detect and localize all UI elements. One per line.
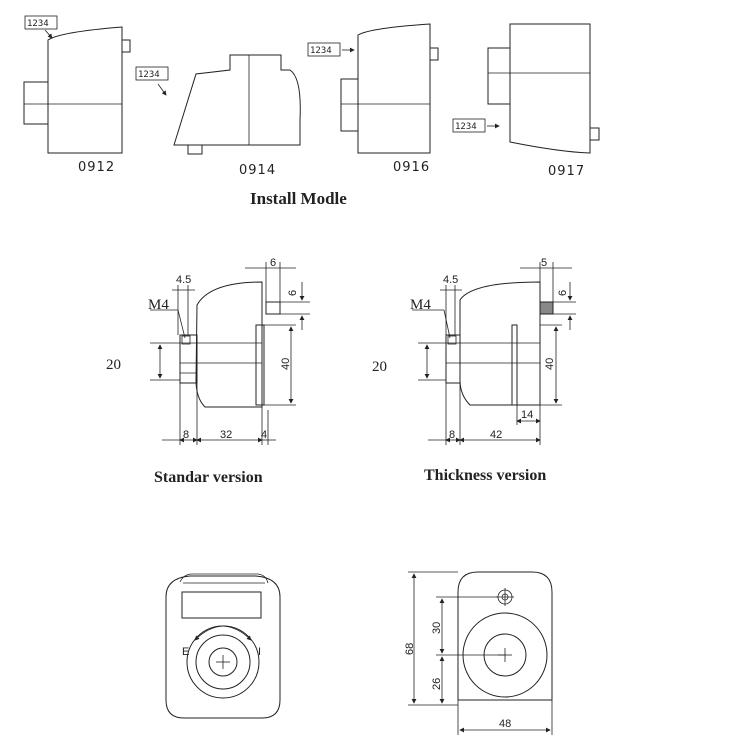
- model-0914: 1234 0914: [135, 54, 301, 178]
- dim-30: 30: [431, 622, 443, 634]
- display-window: [181, 591, 262, 619]
- counter-badge: 1234: [135, 66, 169, 81]
- model-code: 0912: [78, 160, 115, 175]
- m4-label: M4: [148, 297, 169, 313]
- standard-caption: Standar version: [154, 469, 263, 486]
- svg-text:1234: 1234: [27, 19, 49, 29]
- dim-8: 8: [183, 429, 189, 441]
- dim-32: 32: [220, 429, 232, 441]
- dim-8: 8: [449, 429, 455, 441]
- thickness-caption: Thickness version: [424, 467, 546, 484]
- dim-6-side: 6: [557, 290, 569, 296]
- dim-6-top: 6: [270, 257, 276, 269]
- dim-5: 5: [541, 257, 547, 269]
- dim-4: 4: [261, 429, 267, 441]
- label-e: E: [182, 646, 189, 658]
- dim-4-5: 4.5: [176, 274, 191, 286]
- dim-20: 20: [106, 357, 121, 373]
- model-0916: 1234 0916: [307, 23, 439, 175]
- dim-4-5: 4.5: [443, 274, 458, 286]
- model-0917: 1234 0917: [452, 23, 600, 179]
- dim-48: 48: [499, 718, 511, 730]
- back-view: 68 30 26 48: [404, 571, 553, 735]
- counter-badge: 1234: [307, 42, 341, 57]
- svg-text:1234: 1234: [310, 46, 332, 56]
- dim-14: 14: [521, 409, 533, 421]
- model-code: 0914: [239, 163, 276, 178]
- dim-42: 42: [490, 429, 502, 441]
- dim-68: 68: [404, 643, 416, 655]
- m4-label: M4: [410, 297, 431, 313]
- model-code: 0916: [393, 160, 430, 175]
- dim-26: 26: [431, 678, 443, 690]
- dim-40: 40: [280, 358, 292, 370]
- model-code: 0917: [548, 164, 585, 179]
- install-title: Install Modle: [250, 189, 347, 208]
- label-i: I: [258, 646, 261, 658]
- counter-badge: 1234: [452, 118, 486, 133]
- thickness-version-drawing: M4 4.5 5 6 20 40 14 8 42: [372, 257, 576, 445]
- dim-6-side: 6: [287, 290, 299, 296]
- svg-text:1234: 1234: [138, 70, 160, 80]
- dim-20: 20: [372, 359, 387, 375]
- model-0912: 1234 0912: [23, 15, 131, 175]
- svg-text:1234: 1234: [455, 122, 477, 132]
- standard-version-drawing: M4 4.5 6 6 20 40 8 32 4: [106, 257, 310, 445]
- counter-badge: 1234: [24, 15, 58, 30]
- dim-40: 40: [544, 358, 556, 370]
- front-view: E I: [165, 573, 281, 719]
